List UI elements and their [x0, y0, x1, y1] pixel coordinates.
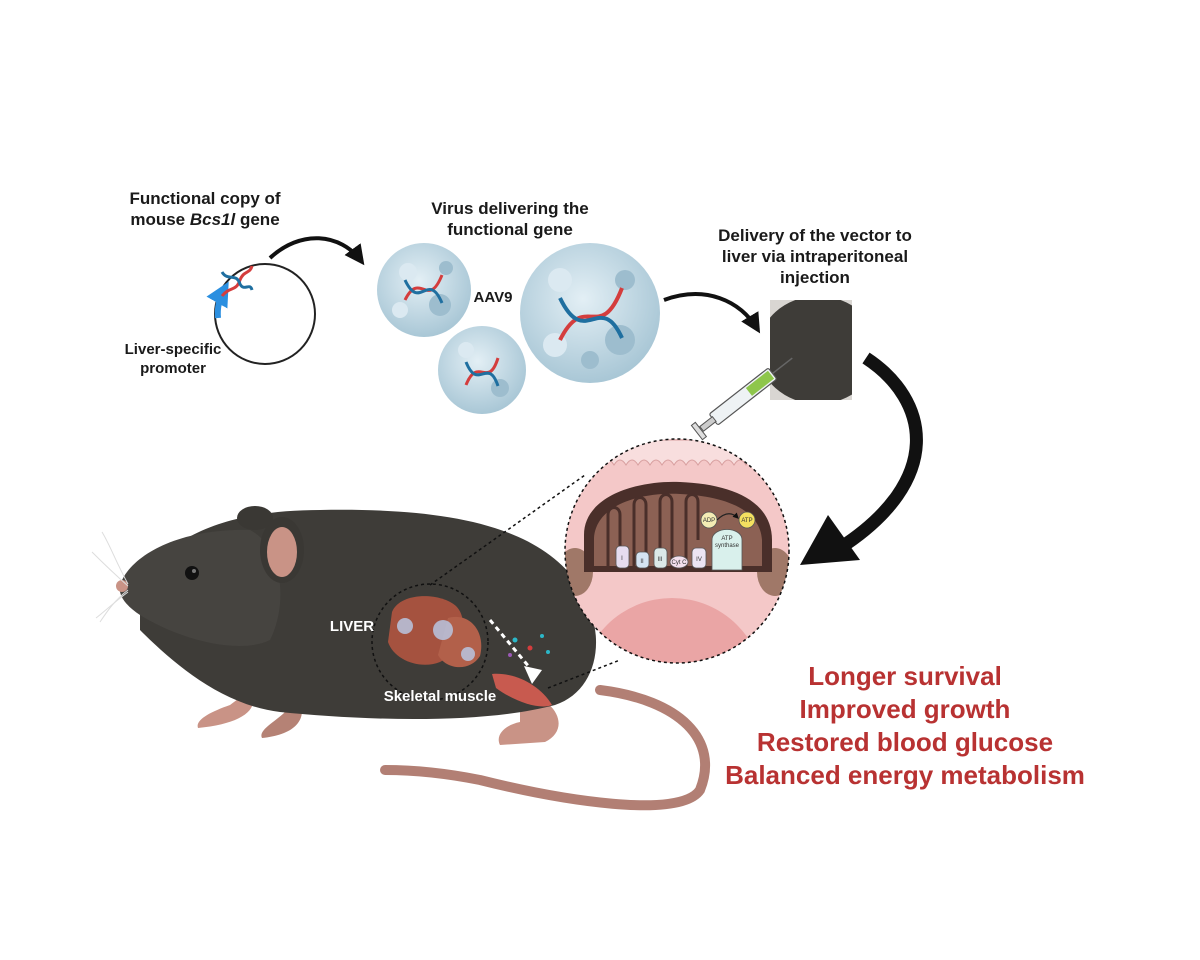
- delivery-title-line3: injection: [780, 268, 850, 287]
- outcome-item: Improved growth: [799, 694, 1011, 724]
- complex-4-label: IV: [696, 557, 702, 563]
- atp-synthase-label-2: synthase: [715, 543, 740, 549]
- promoter-label: Liver-specific promoter: [108, 340, 238, 378]
- mitochondrion-zoom: I II III Cyt C IV ATP synthase ADP ATP: [564, 438, 790, 664]
- virus-title-line2: functional gene: [447, 220, 573, 239]
- delivery-title-line2: liver via intraperitoneal: [721, 247, 909, 266]
- delivery-title-line1: Delivery of the vector to: [718, 226, 912, 245]
- complex-3-label: III: [657, 557, 662, 563]
- injection-panel: [690, 300, 852, 441]
- virus-title: Virus delivering the functional gene: [415, 198, 605, 240]
- promoter-label-line1: Liver-specific: [124, 341, 222, 358]
- secretion-trail: [488, 619, 550, 684]
- virus-title-line1: Virus delivering the: [431, 199, 589, 218]
- virus-to-injection-arrow: [663, 292, 761, 334]
- atp-label: ATP: [741, 518, 752, 524]
- big-arrowhead: [800, 515, 860, 565]
- muscle-icon: [492, 673, 552, 707]
- virus-icon: [438, 326, 526, 414]
- promoter-label-line2: promoter: [140, 360, 206, 377]
- outcome-item: Restored blood glucose: [756, 727, 1054, 757]
- aav9-label: AAV9: [473, 289, 513, 306]
- plasmid-title-line2: mouse Bcs1l gene: [115, 209, 295, 230]
- injection-to-mouse-arrow: [836, 352, 923, 554]
- plasmid-title: Functional copy of mouse Bcs1l gene: [115, 188, 295, 230]
- virus-icon: [520, 243, 660, 383]
- skeletal-muscle-label: Skeletal muscle: [383, 688, 497, 705]
- plasmid-to-virus-arrow: [268, 236, 365, 266]
- outcomes-list: Longer survival Improved growth Restored…: [710, 660, 1100, 792]
- gene-name: Bcs1l: [189, 210, 236, 229]
- cyt-c-label: Cyt C: [672, 560, 688, 566]
- virus-icon: [377, 243, 471, 337]
- complex-1-label: I: [621, 556, 623, 562]
- complex-2-label: II: [640, 559, 644, 565]
- liver-label: LIVER: [329, 618, 375, 635]
- liver-icon: [388, 596, 482, 668]
- zoom-line-bottom: [547, 659, 621, 689]
- dna-icon: [220, 265, 254, 298]
- plasmid-title-line1: Functional copy of: [129, 189, 281, 208]
- liver-zoom-circle: [371, 583, 489, 701]
- zoom-line-top: [429, 474, 586, 586]
- plasmid-icon: [206, 263, 316, 365]
- outcome-item: Balanced energy metabolism: [725, 760, 1085, 790]
- plasmid-title-post: gene: [235, 210, 280, 229]
- plasmid-title-pre: mouse: [130, 210, 190, 229]
- delivery-title: Delivery of the vector to liver via intr…: [700, 225, 930, 288]
- outcome-item: Longer survival: [808, 661, 1002, 691]
- adp-label: ADP: [703, 518, 715, 524]
- atp-synthase-label-1: ATP: [721, 536, 732, 542]
- syringe-icon: [690, 357, 793, 441]
